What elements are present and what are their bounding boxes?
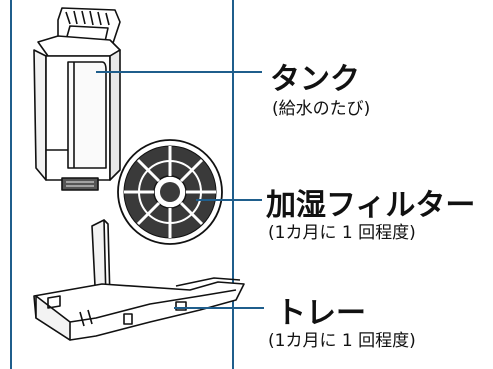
right-frame-line [232,0,234,369]
tray-illustration [33,219,245,341]
filter-title: 加湿フィルター [266,188,476,223]
tank-title: タンク [270,62,360,97]
left-frame-line [10,0,12,369]
filter-leader-line [196,199,262,201]
tank-note: (給水のたび) [272,99,371,119]
tray-leader-line [174,307,264,309]
tank-illustration [33,7,121,191]
filter-illustration [117,139,223,245]
tank-leader-line [96,71,262,73]
filter-note: (1カ月に 1 回程度) [268,223,416,243]
tray-note: (1カ月に 1 回程度) [268,331,416,351]
tray-title: トレー [276,296,366,331]
